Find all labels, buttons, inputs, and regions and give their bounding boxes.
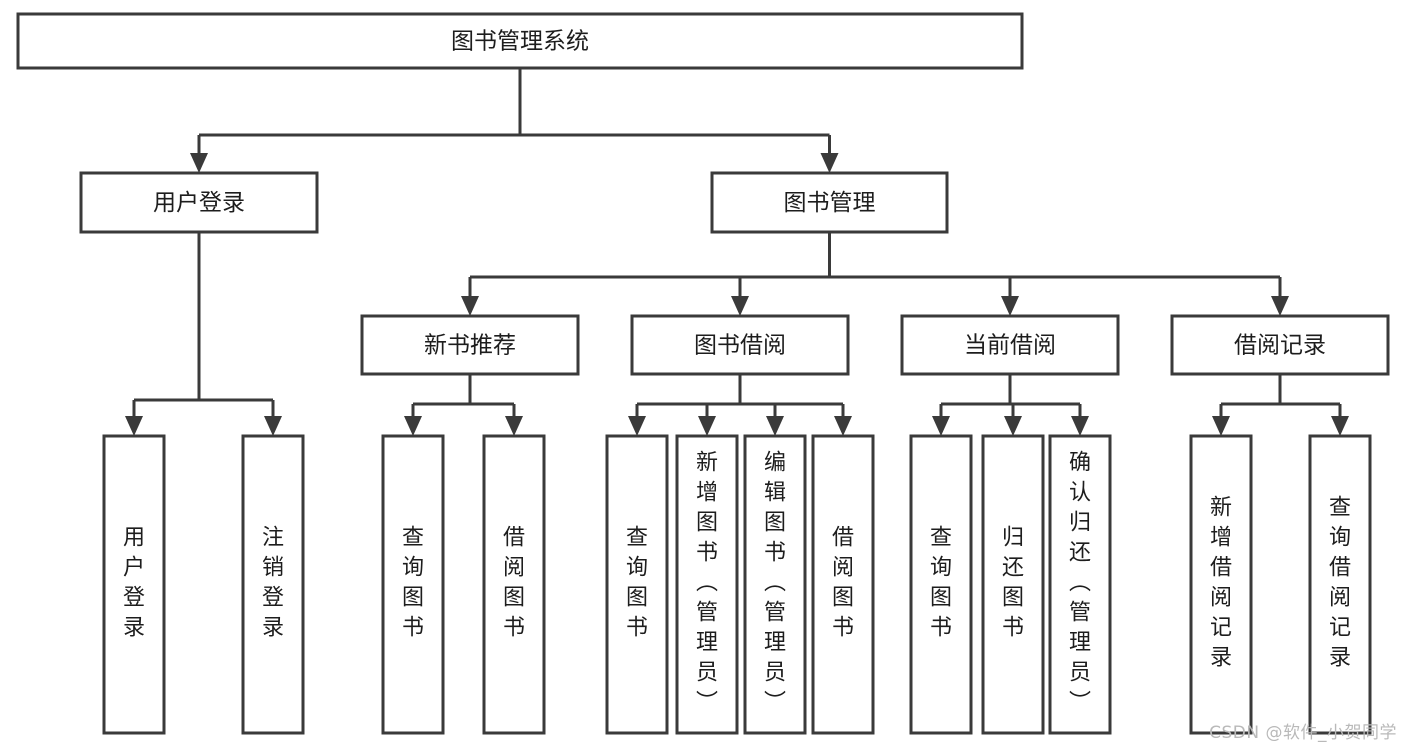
node-boxes-layer: 图书管理系统用户登录图书管理新书推荐图书借阅当前借阅借阅记录用户登录注销登录查询…: [16, 12, 1390, 735]
node-box: [79, 171, 319, 234]
node-label-vertical: 编辑图书︵管理员︶: [764, 451, 786, 716]
node-box: [241, 434, 305, 735]
node-user-login[interactable]: 用户登录: [79, 171, 319, 234]
node-box: [811, 434, 875, 735]
node-label: 借阅记录: [1234, 333, 1326, 359]
node-label-vertical: 查询图书: [626, 526, 648, 641]
node-label: 新书推荐: [424, 333, 516, 359]
arrow-head-icon: [190, 153, 208, 173]
node-label-vertical: 借阅图书: [503, 526, 525, 641]
node-box: [630, 314, 850, 376]
node-box: [482, 434, 546, 735]
node-leaf-confirm-return[interactable]: 确认归还︵管理员︶: [1048, 434, 1112, 735]
arrow-head-icon: [820, 153, 839, 173]
node-label-vertical: 归还图书: [1002, 526, 1024, 641]
node-box: [16, 12, 1024, 70]
node-label: 图书借阅: [694, 333, 786, 359]
arrow-head-icon: [1001, 296, 1019, 316]
node-leaf-user-logout[interactable]: 注销登录: [241, 434, 305, 735]
node-root[interactable]: 图书管理系统: [16, 12, 1024, 70]
node-box: [1189, 434, 1253, 735]
node-leaf-borrow-book-2[interactable]: 借阅图书: [811, 434, 875, 735]
node-leaf-query-book-2[interactable]: 查询图书: [605, 434, 669, 735]
node-label-vertical: 查询图书: [930, 526, 952, 641]
node-leaf-return-book[interactable]: 归还图书: [981, 434, 1045, 735]
node-label: 用户登录: [153, 190, 245, 216]
node-box: [1308, 434, 1372, 735]
connector-edges-layer: [125, 68, 1349, 436]
node-borrow-record[interactable]: 借阅记录: [1170, 314, 1390, 376]
node-leaf-edit-book[interactable]: 编辑图书︵管理员︶: [743, 434, 807, 735]
node-box: [981, 434, 1045, 735]
node-leaf-query-book-3[interactable]: 查询图书: [909, 434, 973, 735]
node-leaf-query-book-1[interactable]: 查询图书: [381, 434, 445, 735]
arrow-head-icon: [698, 416, 716, 436]
arrow-head-icon: [834, 416, 852, 436]
node-leaf-user-login[interactable]: 用户登录: [102, 434, 166, 735]
arrow-head-icon: [1212, 416, 1230, 436]
node-leaf-add-record[interactable]: 新增借阅记录: [1189, 434, 1253, 735]
arrow-head-icon: [1271, 296, 1289, 316]
arrow-head-icon: [461, 296, 479, 316]
node-label-vertical: 注销登录: [262, 526, 284, 641]
arrow-head-icon: [1071, 416, 1089, 436]
arrow-head-icon: [731, 296, 749, 316]
node-box: [1170, 314, 1390, 376]
node-box: [675, 434, 739, 735]
node-label-vertical: 新增借阅记录: [1210, 496, 1232, 671]
arrow-head-icon: [1004, 416, 1022, 436]
arrow-head-icon: [628, 416, 646, 436]
node-label-vertical: 借阅图书: [832, 526, 854, 641]
arrow-head-icon: [264, 416, 282, 436]
node-new-book-rec[interactable]: 新书推荐: [360, 314, 580, 376]
node-leaf-borrow-book-1[interactable]: 借阅图书: [482, 434, 546, 735]
node-label-vertical: 用户登录: [123, 526, 145, 641]
arrow-head-icon: [505, 416, 523, 436]
node-box: [381, 434, 445, 735]
node-leaf-add-book[interactable]: 新增图书︵管理员︶: [675, 434, 739, 735]
arrow-head-icon: [404, 416, 422, 436]
node-box: [605, 434, 669, 735]
node-label-vertical: 新增图书︵管理员︶: [696, 451, 718, 716]
arrow-head-icon: [1331, 416, 1349, 436]
arrow-head-icon: [766, 416, 784, 436]
node-label: 图书管理系统: [451, 29, 589, 55]
node-label-vertical: 查询图书: [402, 526, 424, 641]
node-label: 当前借阅: [964, 333, 1056, 359]
node-leaf-query-record[interactable]: 查询借阅记录: [1308, 434, 1372, 735]
arrow-head-icon: [932, 416, 950, 436]
arrow-head-icon: [125, 416, 143, 436]
node-box: [743, 434, 807, 735]
node-label: 图书管理: [784, 190, 876, 216]
node-box: [102, 434, 166, 735]
node-label-vertical: 确认归还︵管理员︶: [1069, 451, 1091, 716]
node-book-borrow[interactable]: 图书借阅: [630, 314, 850, 376]
node-box: [710, 171, 949, 234]
node-box: [900, 314, 1120, 376]
node-label-vertical: 查询借阅记录: [1329, 496, 1351, 671]
node-box: [1048, 434, 1112, 735]
node-box: [360, 314, 580, 376]
node-box: [909, 434, 973, 735]
node-current-borrow[interactable]: 当前借阅: [900, 314, 1120, 376]
csdn-watermark: CSDN @软件_小贺同学: [1209, 723, 1397, 743]
node-book-manage[interactable]: 图书管理: [710, 171, 949, 234]
